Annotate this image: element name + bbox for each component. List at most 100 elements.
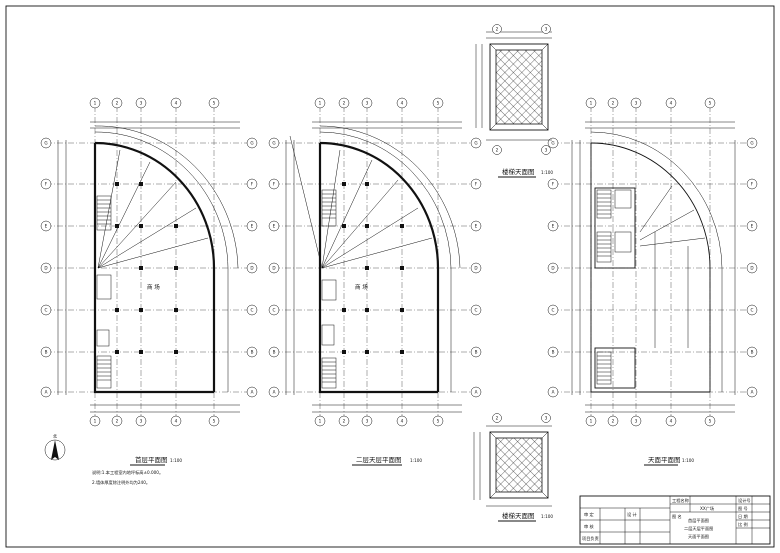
svg-text:5: 5	[437, 419, 440, 424]
tb-right-label-2: 图 号	[738, 506, 748, 512]
svg-text:2: 2	[116, 419, 119, 424]
svg-text:5: 5	[437, 101, 440, 106]
svg-text:2: 2	[612, 101, 615, 106]
svg-text:A: A	[45, 390, 48, 395]
svg-text:A: A	[251, 390, 254, 395]
second-floor-plan: 商 场	[274, 106, 476, 418]
drawing-name-3: 天面平面图	[688, 534, 709, 540]
svg-text:3: 3	[545, 27, 548, 32]
svg-text:2: 2	[496, 416, 499, 421]
svg-text:4: 4	[401, 101, 404, 106]
svg-text:D: D	[44, 266, 47, 271]
stair-roof-top: 2 3 2 3	[475, 24, 552, 155]
drawing-titles: 首层平面图 1:100 二层天层平面图 1:100 天面平面图 1:100 楼梯…	[92, 167, 694, 522]
plan1-scale: 1:100	[170, 458, 182, 463]
svg-text:B: B	[475, 350, 478, 355]
svg-text:F: F	[251, 182, 254, 187]
svg-text:3: 3	[545, 148, 548, 153]
svg-text:A: A	[751, 390, 754, 395]
roof-top-scale: 1:100	[541, 170, 553, 175]
svg-text:C: C	[552, 308, 555, 313]
svg-text:2: 2	[343, 101, 346, 106]
room-label: 商 场	[147, 283, 160, 291]
plan1-title: 首层平面图	[135, 455, 168, 464]
svg-text:C: C	[475, 308, 478, 313]
svg-text:G: G	[750, 141, 753, 146]
svg-text:3: 3	[635, 419, 638, 424]
tb-right-label-1: 设计号	[738, 497, 751, 504]
svg-text:F: F	[475, 182, 478, 187]
svg-text:A: A	[475, 390, 478, 395]
svg-text:3: 3	[366, 419, 369, 424]
svg-text:D: D	[250, 266, 253, 271]
svg-text:G: G	[551, 141, 554, 146]
svg-text:A: A	[273, 390, 276, 395]
tb-left-label-2: 审 核	[584, 523, 595, 530]
svg-text:C: C	[251, 308, 254, 313]
svg-text:B: B	[273, 350, 276, 355]
svg-text:B: B	[552, 350, 555, 355]
north-label: 北	[53, 433, 58, 440]
note-line-2: 2.墙体厚度除注明外均为240。	[92, 479, 150, 486]
svg-text:G: G	[44, 141, 47, 146]
svg-text:E: E	[475, 224, 478, 229]
svg-text:5: 5	[213, 101, 216, 106]
svg-text:4: 4	[175, 101, 178, 106]
tb-right-label-3: 日 期	[738, 514, 748, 520]
svg-text:2: 2	[612, 419, 615, 424]
roof-grid-bubbles: 1 2 3 4 5 1 2 3 4 5 G F E D C B A G F E …	[547, 97, 758, 427]
plan3-title: 天面平面图	[648, 456, 681, 464]
svg-text:D: D	[551, 266, 554, 271]
project-value: XX广场	[700, 505, 714, 512]
roof-plan	[553, 106, 752, 418]
title-block: 工程名称 XX广场 图 名 首层平面图 二层天层平面图 天面平面图 设计号 图 …	[579, 495, 771, 545]
tb-left-label-4: 设 计	[627, 511, 637, 518]
second-floor-grid-bubbles: 1 2 3 4 5 1 2 3 4 5 G F E D C B A G F E …	[268, 97, 482, 427]
svg-text:3: 3	[635, 101, 638, 106]
plan2-title: 二层天层平面图	[356, 456, 402, 464]
svg-text:E: E	[552, 224, 555, 229]
svg-text:E: E	[45, 224, 48, 229]
svg-text:3: 3	[545, 416, 548, 421]
svg-text:B: B	[751, 350, 754, 355]
svg-text:D: D	[750, 266, 753, 271]
svg-text:E: E	[251, 224, 254, 229]
svg-text:G: G	[250, 141, 253, 146]
svg-text:1: 1	[590, 419, 593, 424]
svg-text:5: 5	[709, 101, 712, 106]
tb-right-label-4: 比 例	[738, 521, 748, 528]
svg-text:3: 3	[366, 101, 369, 106]
svg-text:3: 3	[140, 101, 143, 106]
drawing-name-1: 首层平面图	[688, 517, 709, 524]
tb-left-label-3: 项目负责	[582, 535, 599, 542]
drawing-label: 图 名	[672, 513, 682, 520]
svg-text:B: B	[45, 350, 48, 355]
svg-text:C: C	[273, 308, 276, 313]
svg-text:B: B	[251, 350, 254, 355]
svg-text:E: E	[273, 224, 276, 229]
svg-text:D: D	[272, 266, 275, 271]
svg-text:1: 1	[94, 101, 97, 106]
svg-text:5: 5	[213, 419, 216, 424]
room-label: 商 场	[355, 283, 368, 291]
plan3-scale: 1:100	[682, 458, 694, 463]
roof-bottom-title: 楼梯天面图	[502, 511, 535, 520]
ground-floor-plan: 商 场	[46, 106, 252, 418]
note-line-1: 说明:1.本工程室内地坪标高±0.000。	[92, 469, 163, 476]
sheet-border	[5, 5, 775, 548]
svg-text:C: C	[45, 308, 48, 313]
svg-text:1: 1	[319, 101, 322, 106]
svg-text:2: 2	[343, 419, 346, 424]
svg-text:2: 2	[496, 27, 499, 32]
ground-floor-grid-bubbles: 1 2 3 4 5 1 2 3 4 5 G F E D C B A G F E …	[40, 97, 258, 427]
svg-text:G: G	[474, 141, 477, 146]
svg-text:F: F	[273, 182, 276, 187]
roof-bottom-scale: 1:100	[541, 514, 553, 519]
svg-text:E: E	[751, 224, 754, 229]
svg-text:1: 1	[590, 101, 593, 106]
svg-text:3: 3	[140, 419, 143, 424]
svg-text:1: 1	[319, 419, 322, 424]
svg-text:4: 4	[401, 419, 404, 424]
drawing-name-2: 二层天层平面图	[684, 526, 713, 532]
